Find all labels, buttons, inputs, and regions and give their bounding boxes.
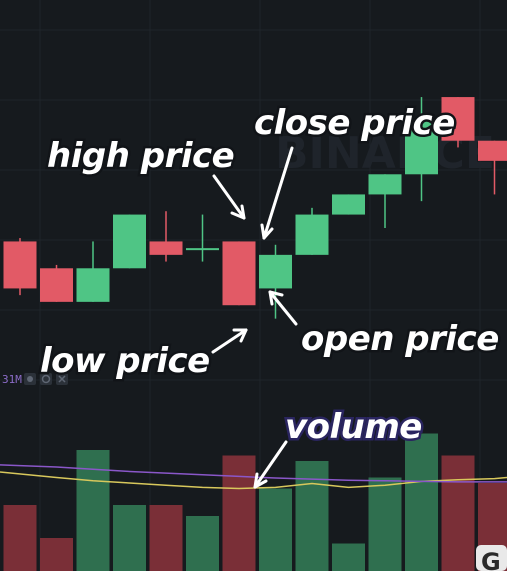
candle-body [3, 241, 37, 289]
volume-label: volume [285, 407, 422, 447]
volume-bar [186, 516, 219, 571]
volume-arrowhead [253, 472, 268, 489]
candle-body [295, 214, 329, 255]
low-price-label: low price [40, 341, 210, 381]
volume-bar [113, 505, 146, 571]
close-price-arrowhead [260, 223, 274, 240]
candlestick-series [3, 97, 507, 319]
candle-body [113, 214, 146, 269]
volume-bar [295, 461, 329, 571]
volume-bar [405, 433, 438, 571]
volume-ma-line [0, 464, 507, 483]
open-price-label: open price [301, 319, 499, 359]
candle-body [222, 241, 256, 306]
candle-body [76, 268, 110, 302]
high-price-arrowhead [230, 204, 246, 220]
volume-arrow [253, 440, 288, 489]
volume-bar [3, 505, 37, 571]
volume-bar [259, 488, 292, 571]
candle-body [441, 97, 475, 141]
low-price-arrow [211, 328, 248, 354]
open-price-arrowhead [268, 290, 284, 306]
settings-icon-ring [41, 374, 51, 384]
indicator-label: 31M [2, 373, 22, 386]
volume-bar [332, 543, 365, 571]
candle-body [259, 254, 292, 289]
volume-bars [3, 433, 507, 571]
eye-icon-pupil [27, 376, 33, 382]
corner-badge-letter: G [481, 548, 501, 571]
indicator-strip: 31M [2, 373, 68, 386]
volume-bar [441, 455, 475, 571]
corner-badge [476, 545, 507, 571]
volume-ma-line [0, 471, 507, 490]
high-price-label: high price [47, 136, 234, 176]
candle-body [405, 120, 438, 175]
high-price-arrow [212, 174, 246, 220]
candle-body [332, 194, 365, 215]
volume-bar [222, 455, 256, 571]
candle-body [368, 174, 402, 195]
open-price-arrow [268, 290, 298, 326]
volume-moving-averages [0, 464, 507, 490]
candle-body [186, 248, 219, 251]
callout-arrows [211, 146, 298, 489]
volume-bar [368, 477, 402, 571]
candle-body [40, 268, 73, 302]
candle-body [478, 140, 507, 161]
low-price-arrowhead [232, 328, 248, 343]
close-price-label: close price [254, 103, 455, 143]
close-price-arrow [262, 146, 294, 240]
close-icon-cross [58, 375, 66, 383]
volume-bar [149, 505, 183, 571]
candle-body [149, 241, 183, 255]
volume-bar [40, 538, 73, 571]
